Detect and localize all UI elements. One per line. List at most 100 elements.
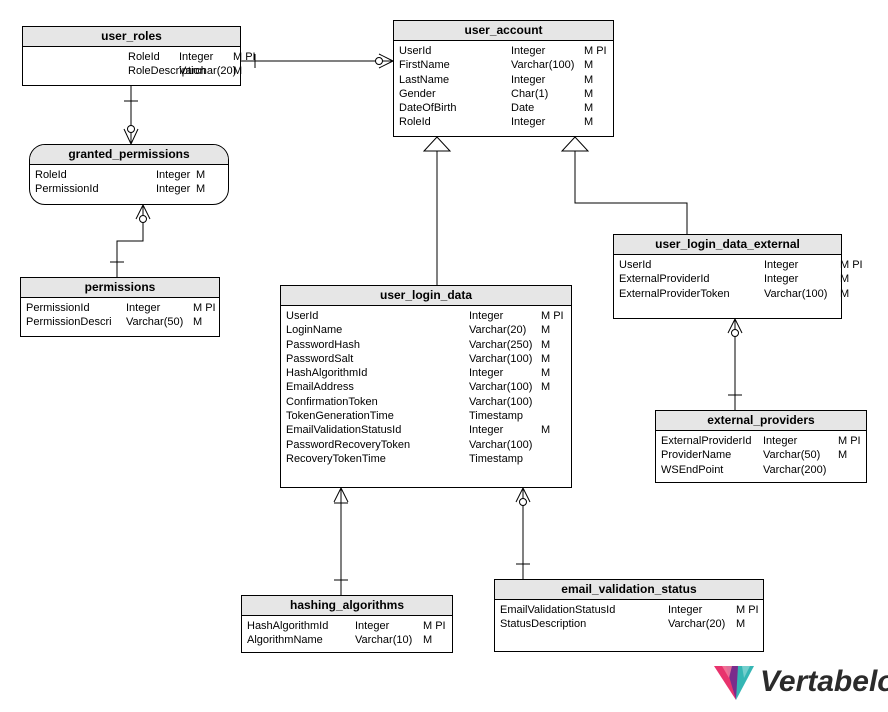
column-flags: M (584, 59, 594, 72)
column-flags: M (541, 352, 551, 365)
column-name: LastName (399, 73, 450, 86)
rel-roles-account-crowfoot-b (378, 60, 394, 69)
column-type: Varchar(100) (764, 287, 828, 300)
column-name: RoleDescription (128, 65, 206, 78)
column-flags: M PI (838, 435, 861, 447)
column-flags: M PI (541, 310, 564, 322)
column-type: Integer (764, 259, 799, 271)
column-name: StatusDescription (500, 618, 587, 631)
column-type: Integer (156, 183, 191, 196)
column-name: RoleId (128, 51, 160, 63)
column-type: Varchar(20) (179, 65, 237, 78)
column-type: Integer (179, 51, 214, 63)
column-name: ConfirmationToken (286, 395, 378, 408)
column-type: Varchar(100) (469, 352, 533, 365)
rel-perm-granted (116, 205, 144, 277)
column-name: HashAlgorithmId (247, 620, 329, 632)
column-name: RoleId (35, 169, 67, 181)
column-type: Varchar(20) (668, 618, 726, 631)
column-flags: M (584, 87, 594, 100)
column-name: PasswordHash (286, 338, 360, 351)
column-name: FirstName (399, 59, 450, 72)
column-name: EmailAddress (286, 381, 354, 394)
column-type: Integer (511, 45, 546, 57)
column-type: Varchar(100) (469, 438, 533, 451)
column-flags: M (233, 65, 243, 78)
column-row[interactable]: LastName Integer M (399, 73, 608, 87)
column-name: PermissionId (35, 183, 99, 196)
table-title: external_providers (656, 411, 866, 431)
column-type: Integer (469, 310, 504, 322)
column-name: Gender (399, 87, 436, 100)
column-type: Char(1) (511, 87, 549, 100)
column-row[interactable]: WSEndPoint Varchar(200) (661, 463, 861, 477)
rel-ext-providers-zero-mark (731, 329, 739, 337)
column-type: Varchar(50) (763, 449, 821, 462)
column-type: Varchar(250) (469, 338, 533, 351)
rel-ext-providers-crowfoot-b (734, 318, 743, 334)
column-name: EmailValidationStatusId (500, 604, 616, 616)
rel-email-status-crowfoot-a (515, 487, 524, 503)
column-name: WSEndPoint (661, 463, 724, 476)
table-title: permissions (21, 278, 219, 298)
column-name: ExternalProviderId (661, 435, 752, 447)
column-name: PermissionId (26, 302, 90, 314)
column-type: Integer (511, 73, 546, 86)
column-name: AlgorithmName (247, 634, 323, 647)
column-row[interactable]: Gender Char(1) M (399, 87, 608, 101)
column-flags: M PI (423, 620, 446, 632)
column-flags: M (193, 316, 203, 329)
column-flags: M (838, 449, 848, 462)
rel-roles-account-zero-mark (375, 57, 383, 65)
rel-perm-granted-crowfoot-a (135, 204, 144, 220)
column-flags: M (584, 73, 594, 86)
column-type: Varchar(200) (763, 463, 827, 476)
rel-roles-granted-crowfoot-b (130, 128, 139, 145)
rel-email-status-crowfoot-b (522, 487, 531, 503)
column-flags: M PI (584, 45, 607, 57)
